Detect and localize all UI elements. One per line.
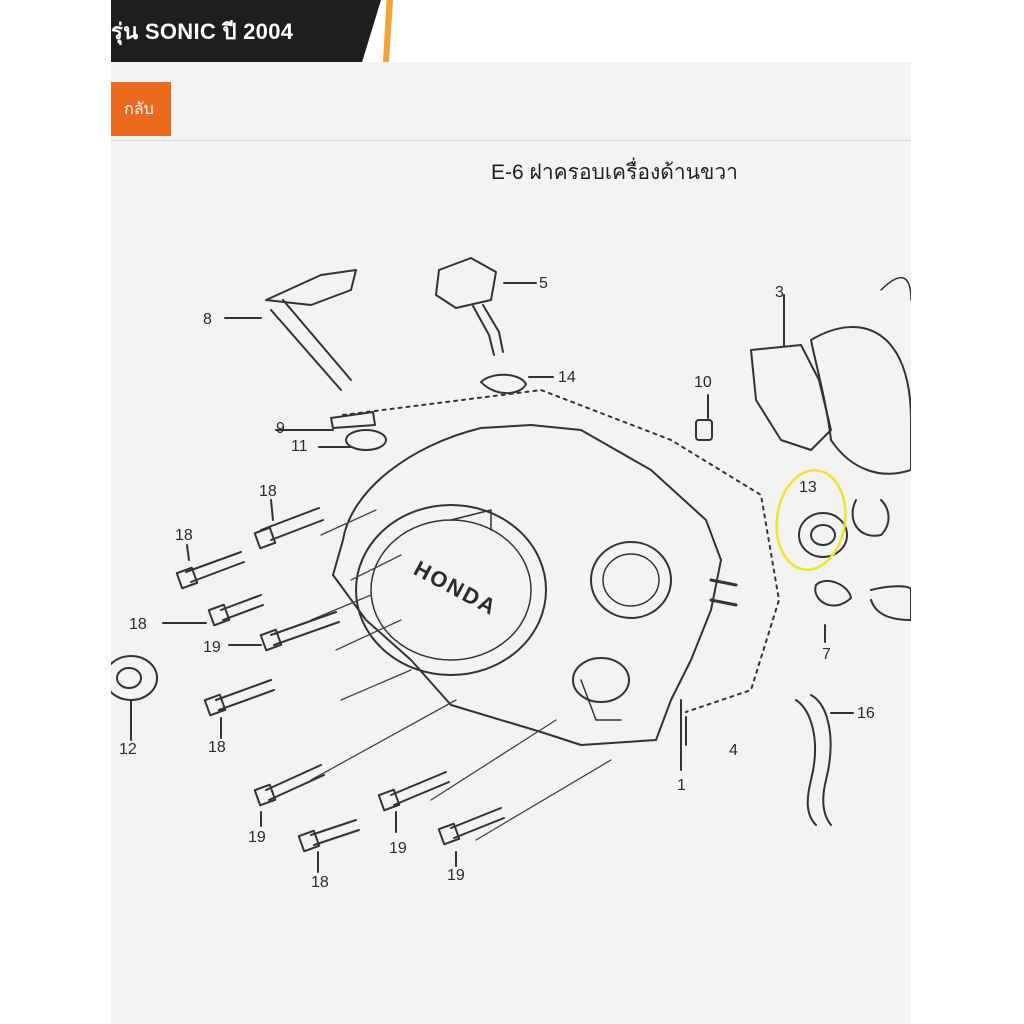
- part-label-3: 3: [775, 284, 784, 301]
- part-label-4: 4: [729, 742, 738, 759]
- part-label-13: 13: [799, 479, 817, 496]
- diagram-title: E-6 ฝาครอบเครื่องด้านขวา: [491, 161, 738, 184]
- part-label-18-e: 18: [311, 874, 329, 891]
- title-accent: [383, 0, 393, 62]
- gasket-outline: [342, 389, 780, 713]
- part-label-18-c: 18: [129, 616, 147, 633]
- highlight-circle: [775, 468, 847, 572]
- part-label-9: 9: [276, 420, 285, 437]
- dipstick-cap: [435, 257, 497, 309]
- page-title: รุ่น SONIC ปี 2004: [111, 19, 294, 44]
- part-label-10: 10: [694, 374, 712, 391]
- bolts: [175, 507, 505, 853]
- screen: รุ่น SONIC ปี 2004 กลับ E-6 ฝาครอบเครื่อ…: [111, 0, 911, 1024]
- part-label-14: 14: [558, 369, 576, 386]
- part-label-8: 8: [203, 311, 212, 328]
- part-label-18-d: 18: [208, 739, 226, 756]
- part-label-18-b: 18: [175, 527, 193, 544]
- clutch-shoe: [750, 344, 832, 451]
- part-label-16: 16: [857, 705, 875, 722]
- title-tab: [111, 0, 381, 62]
- part-label-11: 11: [291, 438, 308, 455]
- part-label-5: 5: [539, 275, 548, 292]
- cover-dome: [355, 504, 547, 676]
- part-label-19-a: 19: [203, 639, 221, 656]
- crankcase-cover: [332, 424, 722, 746]
- bearing: [798, 512, 848, 558]
- cover-port: [590, 541, 672, 619]
- back-button[interactable]: กลับ: [111, 82, 171, 136]
- header-divider: [111, 140, 911, 141]
- part-label-7: 7: [822, 646, 831, 663]
- part-label-12: 12: [119, 741, 137, 758]
- part-label-19-d: 19: [447, 867, 465, 884]
- part-label-1: 1: [677, 777, 686, 794]
- part-label-18-a: 18: [259, 483, 277, 500]
- header-bar: รุ่น SONIC ปี 2004: [111, 0, 911, 62]
- parts-diagram: HONDA 8 5 3 14 10 9 11 13 18 18 18 19 7 …: [111, 257, 911, 891]
- part-label-19-b: 19: [248, 829, 266, 846]
- shaft: [270, 299, 352, 391]
- brand-mark: HONDA: [410, 556, 502, 621]
- hose: [795, 694, 832, 826]
- part-label-19-c: 19: [389, 840, 407, 857]
